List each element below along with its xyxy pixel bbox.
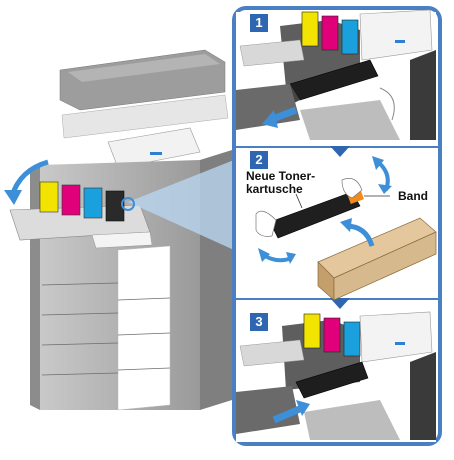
band-label: Band — [398, 189, 428, 203]
step3-drawing — [236, 311, 436, 442]
toner-black — [105, 190, 125, 222]
step2-drawing — [255, 156, 437, 301]
toner-yellow — [39, 181, 59, 213]
toner-cartridge-inserting — [295, 361, 369, 399]
control-panel — [107, 127, 201, 169]
toner-cyan — [83, 187, 103, 219]
paper-drawers — [41, 282, 171, 376]
step1-drawing — [236, 9, 436, 144]
toner-magenta — [61, 184, 81, 216]
new-toner-label-line1: Neue Toner- — [246, 169, 316, 183]
step-number-3: 3 — [250, 313, 268, 331]
new-toner-label-line2: kartusche — [246, 182, 303, 196]
step-number-1: 1 — [250, 14, 268, 32]
new-toner-cartridge — [269, 191, 361, 239]
insert-arrow — [272, 404, 304, 424]
step-number-2: 2 — [250, 151, 268, 169]
